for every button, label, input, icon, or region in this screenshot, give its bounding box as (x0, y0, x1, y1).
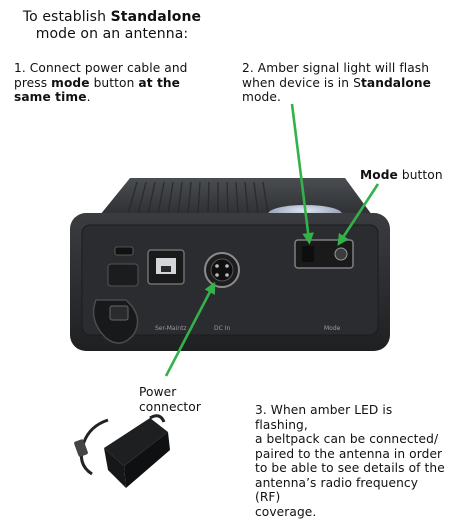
arrow-to-led (290, 103, 314, 245)
step-2-text: 2. Amber signal light will flash when de… (242, 61, 432, 104)
arrow-to-mode-button (337, 183, 380, 246)
port-label-ser: Ser-Maintz (155, 325, 187, 332)
power-brick-side (124, 432, 170, 488)
mode-button (334, 247, 348, 261)
mode-button-label: Mode button (360, 168, 443, 182)
power-supply (74, 414, 170, 488)
step-3-text: 3. When amber LED is flashing, a beltpac… (255, 403, 445, 519)
usb-port (114, 246, 134, 256)
device-ribs (127, 181, 269, 215)
antenna-device: Ser-Maintz DC In Mode (70, 178, 390, 351)
power-connector-label: Power connector (139, 385, 201, 414)
power-brick-top (104, 418, 168, 466)
power-plug (74, 439, 88, 457)
pointer-arrows (164, 103, 380, 377)
port-cover (107, 263, 139, 287)
port-label-mode: Mode (324, 325, 341, 332)
port-label-dcin: DC In (214, 325, 230, 332)
status-led (302, 246, 314, 262)
step-1-text: 1. Connect power cable and press mode bu… (14, 61, 188, 104)
arrow-to-power-connector (164, 281, 216, 377)
page-title: To establish Standalone mode on an anten… (22, 9, 202, 42)
